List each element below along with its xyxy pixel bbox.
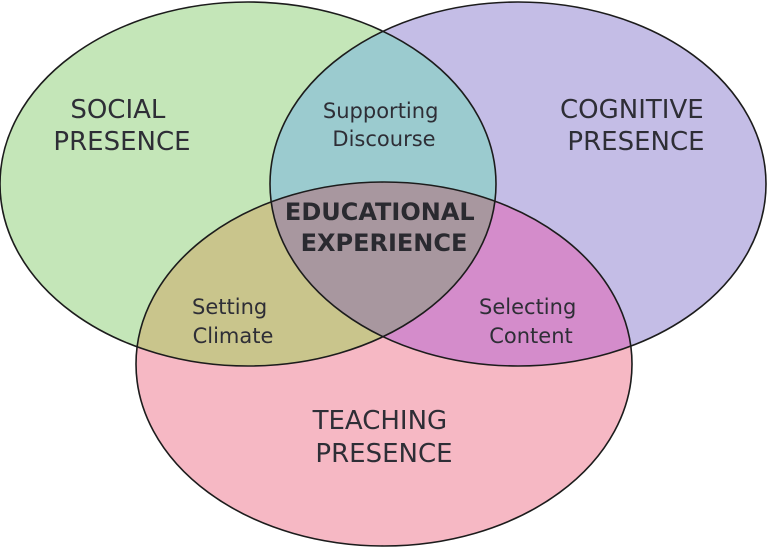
educational-experience-label: EDUCATIONAL EXPERIENCE xyxy=(285,198,483,257)
cognitive-outline xyxy=(269,1,767,367)
social-outline xyxy=(0,1,497,367)
supporting-discourse-label: Supporting Discourse xyxy=(323,99,445,151)
setting-climate-label: Setting Climate xyxy=(192,295,274,348)
selecting-content-label: Selecting Content xyxy=(479,295,583,348)
teaching-presence-label: TEACHING PRESENCE xyxy=(312,406,456,469)
cognitive-presence-label: COGNITIVE PRESENCE xyxy=(560,95,712,157)
teaching-outline xyxy=(135,181,633,547)
social-presence-label: SOCIAL PRESENCE xyxy=(53,95,190,157)
